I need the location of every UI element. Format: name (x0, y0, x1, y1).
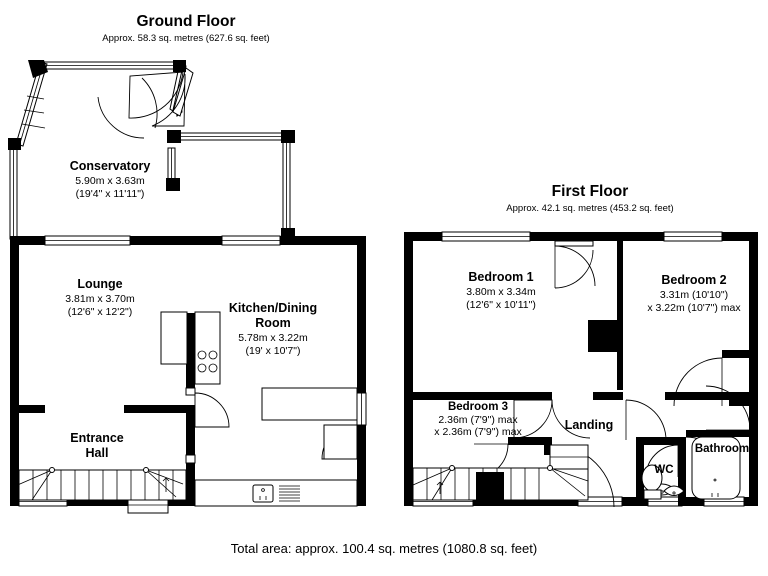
first-floor-title: First Floor (552, 183, 629, 200)
room-dim-bedroom-2-imperial: x 3.22m (10'7") max (647, 302, 741, 314)
first-floor-group (404, 231, 758, 508)
ground-floor-staircase (12, 467, 187, 501)
room-dim-bedroom-1-metric: 3.80m x 3.34m (466, 286, 536, 298)
room-label-bedroom-3: Bedroom 3 (448, 401, 508, 413)
room-label-kitchen-dining-2: Room (255, 316, 290, 330)
ground-floor-area: Approx. 58.3 sq. metres (627.6 sq. feet) (102, 33, 269, 44)
ground-floor-title: Ground Floor (136, 13, 235, 30)
room-dim-lounge-imperial: (12'6" x 12'2") (68, 306, 133, 318)
first-floor-area: Approx. 42.1 sq. metres (453.2 sq. feet) (506, 203, 673, 214)
room-label-bathroom: Bathroom (695, 443, 749, 455)
room-dim-bedroom-2-metric: 3.31m (10'10") (660, 289, 728, 301)
room-label-bedroom-1: Bedroom 1 (468, 270, 533, 284)
room-label-kitchen-dining: Kitchen/Dining (229, 301, 317, 315)
labels: Ground Floor Approx. 58.3 sq. metres (62… (65, 13, 749, 556)
first-floor-staircase (412, 444, 589, 501)
room-label-conservatory: Conservatory (70, 159, 151, 173)
room-label-bedroom-2: Bedroom 2 (661, 273, 726, 287)
room-label-entrance-hall-2: Hall (86, 446, 109, 460)
room-dim-conservatory-imperial: (19'4" x 11'11") (76, 188, 145, 200)
room-dim-bedroom-1-imperial: (12'6" x 10'11") (466, 299, 536, 311)
room-label-wc: WC (654, 464, 673, 476)
room-label-entrance-hall: Entrance (70, 431, 124, 445)
ground-floor-group (8, 60, 367, 514)
kitchen-fittings (160, 311, 358, 507)
conservatory-structure (8, 60, 295, 240)
first-floor-door-swings (473, 240, 751, 508)
ground-floor-internal-walls (10, 313, 358, 505)
room-label-lounge: Lounge (77, 277, 122, 291)
first-floor-walls (404, 231, 758, 507)
room-dim-bedroom-3-metric: 2.36m (7'9") max (438, 414, 518, 426)
sanitaryware (641, 436, 741, 500)
first-floor-internal-walls (404, 240, 750, 506)
room-dim-lounge-metric: 3.81m x 3.70m (65, 293, 135, 305)
total-area-label: Total area: approx. 100.4 sq. metres (10… (231, 541, 537, 556)
room-dim-kitchen-imperial: (19' x 10'7") (245, 345, 300, 357)
room-dim-kitchen-metric: 5.78m x 3.22m (238, 332, 308, 344)
room-dim-conservatory-metric: 5.90m x 3.63m (75, 175, 145, 187)
room-dim-bedroom-3-imperial: x 2.36m (7'9") max (434, 426, 522, 438)
room-label-landing: Landing (565, 418, 614, 432)
